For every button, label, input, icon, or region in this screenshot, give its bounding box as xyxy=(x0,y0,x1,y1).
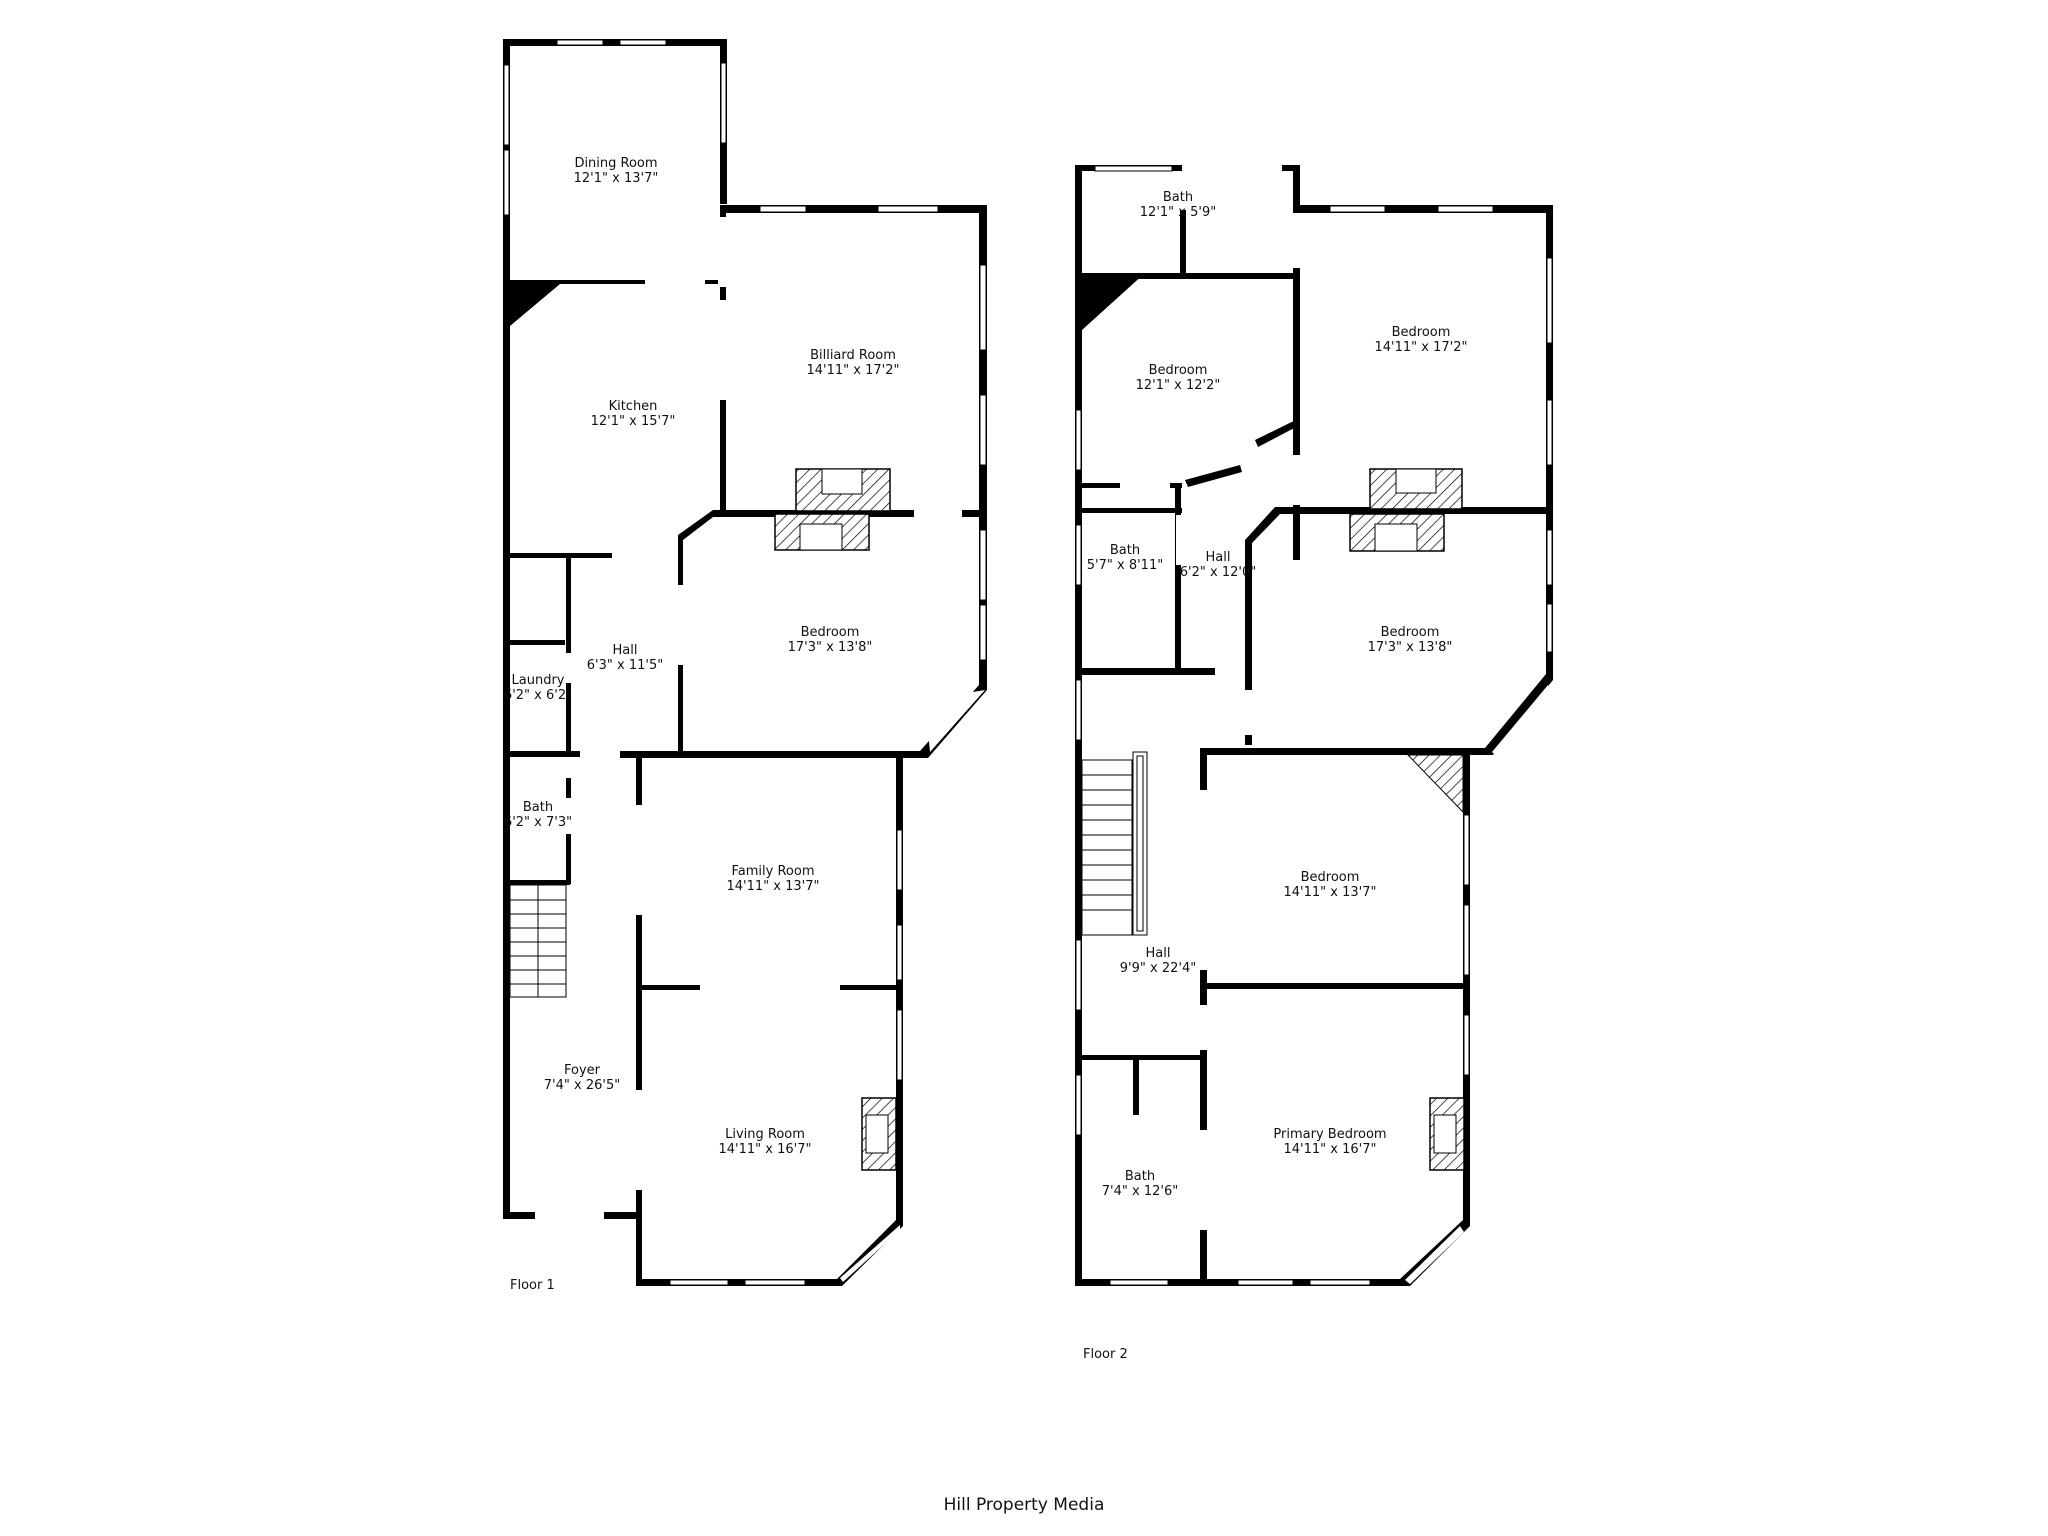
fireplace-icon xyxy=(861,1097,897,1171)
fireplace-icon xyxy=(1429,1097,1465,1171)
room-dims: 6'2" x 6'2" xyxy=(504,688,572,703)
room-dims: 17'3" x 13'8" xyxy=(1368,640,1453,655)
room-name: Hall xyxy=(1146,946,1171,961)
room-name: Bedroom xyxy=(801,625,860,640)
room-name: Primary Bedroom xyxy=(1273,1127,1386,1142)
room-dims: 14'11" x 13'7" xyxy=(1284,885,1377,900)
room-labels: Dining Room 12'1" x 13'7" Billiard Room … xyxy=(504,156,1468,1199)
fireplace-icon xyxy=(774,513,870,551)
room-name: Family Room xyxy=(732,864,815,879)
room-dims: 14'11" x 17'2" xyxy=(807,363,900,378)
room-name: Bath xyxy=(1125,1169,1155,1184)
room-dims: 12'1" x 5'9" xyxy=(1140,205,1216,220)
room-dims: 12'1" x 13'7" xyxy=(574,171,659,186)
room-name: Foyer xyxy=(564,1063,601,1078)
room-name: Bedroom xyxy=(1149,363,1208,378)
room-name: Hall xyxy=(1206,550,1231,565)
room-name: Bedroom xyxy=(1301,870,1360,885)
room-name: Bedroom xyxy=(1392,325,1451,340)
staircase-floor-1 xyxy=(509,884,567,998)
room-name: Dining Room xyxy=(574,156,657,171)
floor-2-label: Floor 2 xyxy=(1083,1347,1128,1362)
fireplace-icon xyxy=(1349,513,1445,552)
room-name: Bath xyxy=(1110,543,1140,558)
fireplace-icon xyxy=(795,468,891,512)
room-name: Laundry xyxy=(512,673,565,688)
room-dims: 17'3" x 13'8" xyxy=(788,640,873,655)
room-name: Kitchen xyxy=(609,399,658,414)
room-dims: 6'2" x 7'3" xyxy=(504,815,572,830)
room-dims: 6'3" x 11'5" xyxy=(587,658,663,673)
room-dims: 12'1" x 15'7" xyxy=(591,414,676,429)
room-dims: 12'1" x 12'2" xyxy=(1136,378,1221,393)
room-name: Bath xyxy=(1163,190,1193,205)
room-dims: 7'4" x 26'5" xyxy=(544,1078,620,1093)
room-name: Bath xyxy=(523,800,553,815)
room-dims: 14'11" x 17'2" xyxy=(1375,340,1468,355)
room-dims: 14'11" x 13'7" xyxy=(727,879,820,894)
room-dims: 14'11" x 16'7" xyxy=(719,1142,812,1157)
fireplace-icon xyxy=(1369,468,1463,510)
staircase-floor-2 xyxy=(1081,751,1148,936)
credit-text: Hill Property Media xyxy=(944,1495,1105,1515)
room-name: Hall xyxy=(613,643,638,658)
room-name: Living Room xyxy=(725,1127,805,1142)
room-dims: 6'2" x 12'0" xyxy=(1180,565,1256,580)
room-dims: 5'7" x 8'11" xyxy=(1087,558,1163,573)
room-name: Bedroom xyxy=(1381,625,1440,640)
floor-1-label: Floor 1 xyxy=(510,1278,555,1293)
closet-stairs xyxy=(1406,754,1464,814)
floor-2-plan xyxy=(1075,165,1553,1286)
room-dims: 9'9" x 22'4" xyxy=(1120,961,1196,976)
room-name: Billiard Room xyxy=(810,348,896,363)
floor-1-plan xyxy=(503,39,987,1286)
room-dims: 7'4" x 12'6" xyxy=(1102,1184,1178,1199)
room-dims: 14'11" x 16'7" xyxy=(1284,1142,1377,1157)
